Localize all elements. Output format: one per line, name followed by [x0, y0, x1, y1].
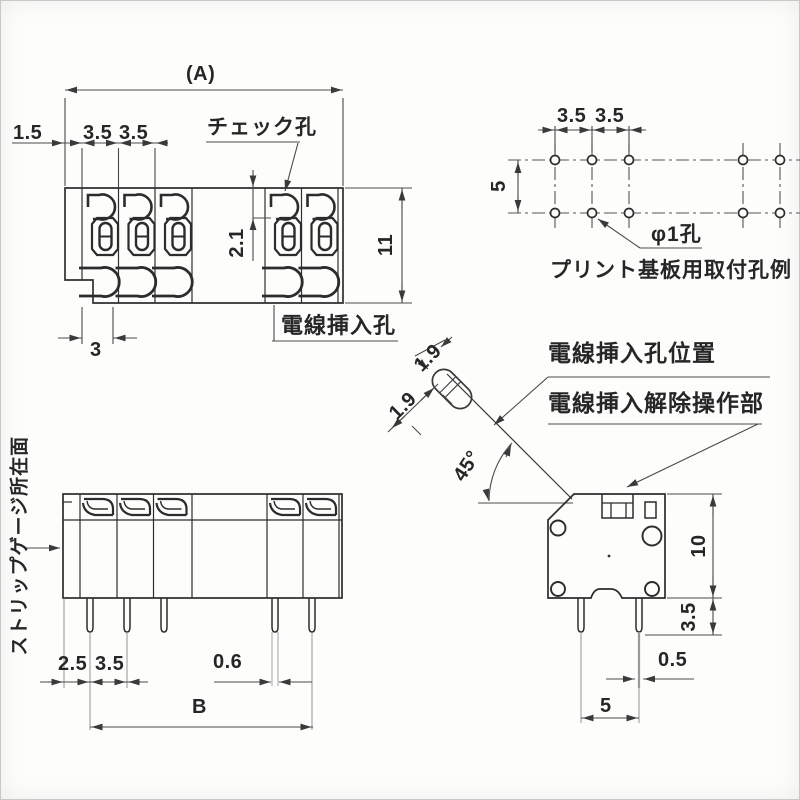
front-view-linework [62, 493, 343, 730]
dim-pin-spacing: 5 [600, 695, 612, 717]
wire-detail-linework [387, 336, 770, 504]
dim-hole-width: 3 [90, 339, 102, 361]
dim-pin-length: 3.5 [678, 602, 700, 632]
side-view-dimensions [581, 493, 722, 722]
wire-insertion-hole-label: 電線挿入孔 [281, 313, 397, 338]
dim-pin-pitch: 3.5 [95, 653, 125, 675]
check-hole-label: チェック孔 [207, 116, 317, 139]
strip-gauge-face-label: ストリップゲージ所在面 [9, 435, 31, 656]
side-view-linework [547, 493, 666, 723]
front-view-dimensions [24, 544, 313, 731]
dim-pitch-1: 3.5 [83, 122, 113, 144]
dim-front-pin-width: 0.6 [213, 651, 243, 673]
pcb-caption: プリント基板用取付孔例 [550, 259, 792, 282]
dim-pin-span: B [192, 696, 207, 718]
wire-hole-position-label: 電線挿入孔位置 [548, 340, 716, 366]
dim-body-depth: 11 [375, 233, 397, 257]
dim-overall-width: (A) [186, 63, 216, 85]
top-view-dimensions [12, 86, 412, 344]
pcb-view-linework [508, 126, 800, 249]
dim-body-height: 10 [688, 534, 710, 558]
dim-pitch-2: 3.5 [119, 122, 149, 144]
pcb-dim-pitch-1: 3.5 [557, 105, 587, 127]
wire-release-part-label: 電線挿入解除操作部 [548, 390, 764, 416]
dim-edge-to-pin: 2.5 [58, 653, 88, 675]
top-view-linework [64, 187, 344, 304]
pcb-dim-pitch-2: 3.5 [595, 105, 625, 127]
pcb-hole-diameter-label: φ1孔 [651, 223, 702, 246]
dim-left-margin: 1.5 [13, 122, 43, 144]
dim-check-hole-offset: 2.1 [226, 228, 248, 258]
dim-side-pin-width: 0.5 [658, 649, 688, 671]
pcb-dim-row-spacing: 5 [488, 180, 510, 192]
